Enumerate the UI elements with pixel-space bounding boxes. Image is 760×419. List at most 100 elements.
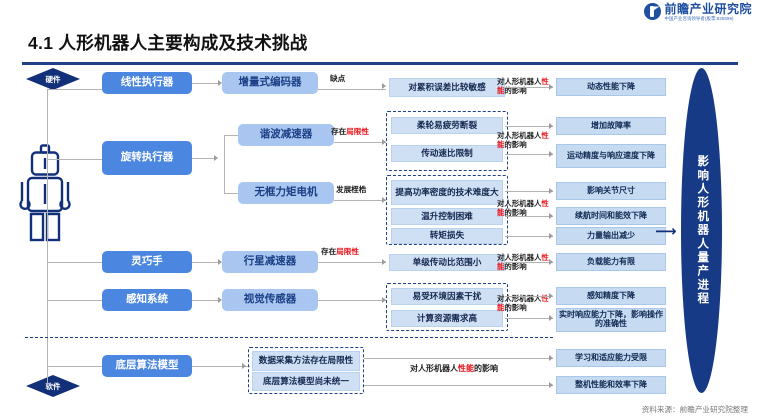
part-planetary-reducer[interactable]: 行星减速器 <box>222 251 318 273</box>
challenge-box[interactable]: 易受环境因素干扰 <box>391 288 503 305</box>
component-label: 旋转执行器 <box>120 151 174 164</box>
edge-label-highlight: 局限性 <box>346 127 369 136</box>
influence-suffix: 的影响 <box>504 208 527 218</box>
challenge-label: 温升控制困难 <box>421 210 473 221</box>
outcome-box[interactable]: 续航时间和能效下降 <box>556 207 666 225</box>
component-rotary-actuator[interactable]: 旋转执行器 <box>102 141 192 175</box>
outcome-box[interactable]: 运动精度与响应速度下降 <box>556 144 666 168</box>
page-title: 4.1 人形机器人主要构成及技术挑战 <box>28 33 308 53</box>
conn-c2-c3-2 <box>334 142 386 143</box>
influence-label: 对人形机器人性能的影响 <box>497 294 549 313</box>
brand-subtitle: 中国产业咨询领导者(股票:835599) <box>664 15 734 21</box>
component-perception-system[interactable]: 感知系统 <box>102 289 192 311</box>
influence-suffix: 的影响 <box>504 86 527 96</box>
outcome-label: 力量输出减少 <box>587 230 635 240</box>
conclusion-ellipse: 影响人形机器人量产进程 <box>681 68 722 393</box>
arrow-icon <box>382 139 386 145</box>
component-base-algorithm-model[interactable]: 底层算法模型 <box>102 355 192 377</box>
brand-text: 前瞻产业研究院 中国产业咨询领导者(股票:835599) <box>664 3 752 21</box>
challenge-label: 数据采集方法存在局限性 <box>258 355 354 366</box>
edge-label-limitation-1: 存在局限性 <box>331 126 369 137</box>
part-label: 无框力矩电机 <box>254 186 318 199</box>
outcome-box[interactable]: 感知精度下降 <box>556 287 666 305</box>
outcome-box[interactable]: 增加故障率 <box>556 117 666 135</box>
influence-suffix: 的影响 <box>504 262 527 272</box>
arrow-icon <box>382 83 386 89</box>
component-label: 灵巧手 <box>131 255 163 268</box>
outcome-box[interactable]: 影响关节尺寸 <box>556 182 666 200</box>
conn-c3-c4 <box>505 191 553 192</box>
influence-prefix: 对人形机器人 <box>410 364 458 373</box>
outcome-box[interactable]: 力量输出减少 <box>556 227 666 245</box>
part-harmonic-reducer[interactable]: 谐波减速器 <box>238 124 334 146</box>
spine-to-algo <box>47 366 102 367</box>
part-label: 视觉传感器 <box>243 293 297 306</box>
circle-arrow-icon <box>644 3 662 21</box>
challenge-box[interactable]: 提高功率密度的技术难度大 <box>391 180 503 205</box>
arrow-icon <box>549 382 553 388</box>
conn-c2-c3-5 <box>318 300 386 301</box>
outcome-box[interactable]: 负载能力有限 <box>556 253 666 271</box>
arrow-icon <box>549 123 553 129</box>
outcome-label: 学习和适应能力受限 <box>575 352 647 362</box>
part-incremental-encoder[interactable]: 增量式编码器 <box>222 72 318 94</box>
part-frameless-torque-motor[interactable]: 无框力矩电机 <box>238 182 334 204</box>
challenge-box[interactable]: 温升控制困难 <box>391 208 503 225</box>
conn-c1-c2-3 <box>192 262 218 263</box>
influence-highlight: 性能 <box>458 364 474 373</box>
conn-c3-c4 <box>505 154 553 155</box>
influence-label: 对人形机器人性能的影响 <box>497 131 549 150</box>
outcome-box[interactable]: 整机性能和效率下降 <box>556 376 666 394</box>
outcome-box[interactable]: 学习和适应能力受限 <box>556 349 666 367</box>
outcome-label: 感知精度下降 <box>587 290 635 300</box>
challenge-box[interactable]: 转矩损失 <box>391 228 503 244</box>
component-label: 底层算法模型 <box>115 359 179 372</box>
edge-label-text: 缺点 <box>330 74 346 83</box>
component-linear-actuator[interactable]: 线性执行器 <box>102 72 192 94</box>
group-motor-issues <box>386 175 508 245</box>
challenge-box[interactable]: 柔轮易疲劳断裂 <box>391 117 503 134</box>
hardware-software-divider <box>25 337 553 338</box>
influence-highlight: 性能 <box>497 131 549 150</box>
challenge-box[interactable]: 对累积误差比较敏感 <box>389 78 505 97</box>
conclusion-arrow-icon: ⟶ <box>655 223 677 240</box>
edge-label-bottleneck: 发展桎梏 <box>336 184 366 195</box>
conn-c1-c2-2 <box>192 158 214 159</box>
challenge-box[interactable]: 传动速比限制 <box>391 145 503 162</box>
challenge-label: 对累积误差比较敏感 <box>408 81 486 92</box>
arrow-icon <box>549 213 553 219</box>
challenge-box[interactable]: 计算资源需求高 <box>391 310 503 327</box>
challenge-box[interactable]: 数据采集方法存在局限性 <box>252 351 360 371</box>
arrow-icon <box>218 80 222 86</box>
influence-label: 对人形机器人性能的影响 <box>410 364 540 374</box>
component-dexterous-hand[interactable]: 灵巧手 <box>102 251 192 273</box>
arrow-icon <box>549 315 553 321</box>
challenge-box[interactable]: 单级传动比范围小 <box>389 254 505 271</box>
challenge-label: 柔轮易疲劳断裂 <box>416 119 478 130</box>
conn-c2-c3-4 <box>318 262 386 263</box>
group-vision-issues <box>386 283 508 331</box>
edge-label-text: 存在 <box>331 127 347 136</box>
part-vision-sensor[interactable]: 视觉传感器 <box>222 289 318 311</box>
outcome-label: 影响关节尺寸 <box>587 185 635 195</box>
outcome-box[interactable]: 动态性能下降 <box>556 78 666 96</box>
branch-up <box>224 135 238 136</box>
group-harmonic-issues <box>386 111 508 171</box>
arrow-icon <box>382 259 386 265</box>
influence-label: 对人形机器人性能的影响 <box>497 199 549 218</box>
influence-prefix: 对人形机器人 <box>497 77 542 86</box>
influence-suffix: 的影响 <box>504 140 527 150</box>
conn-c1-c2-4 <box>192 300 218 301</box>
arrow-icon <box>549 84 553 90</box>
outcome-box[interactable]: 实时响应能力下降，影响操作的准确性 <box>556 308 666 332</box>
challenge-box[interactable]: 底层算法模型尚未统一 <box>252 372 360 391</box>
tag-hardware-label: 硬件 <box>45 74 61 84</box>
arrow-icon <box>549 293 553 299</box>
component-label: 感知系统 <box>126 293 168 306</box>
edge-label-defect: 缺点 <box>330 73 345 84</box>
part-label: 增量式编码器 <box>238 76 302 89</box>
conn-c2-c3-1 <box>318 89 386 90</box>
source-note: 资料来源：前瞻产业研究院整理 <box>641 405 748 414</box>
tag-software-label: 软件 <box>45 381 61 391</box>
